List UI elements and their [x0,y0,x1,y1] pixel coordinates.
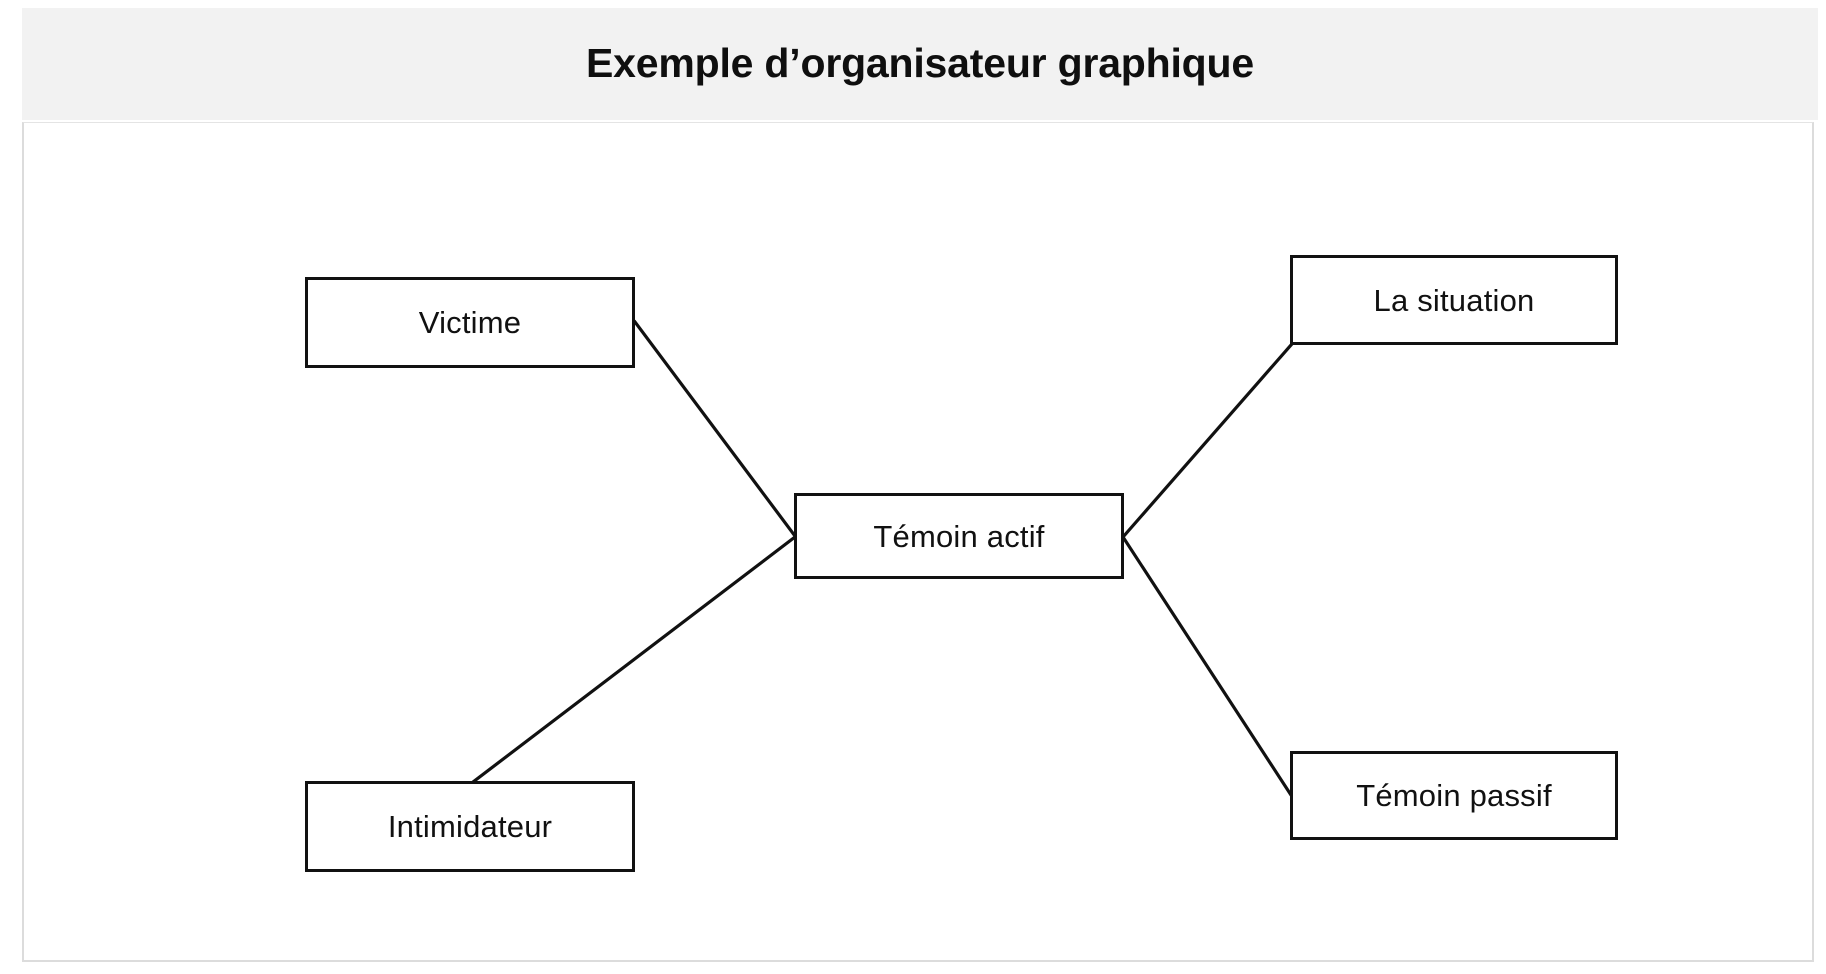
graphic-organizer-diagram: Victime Témoin actif La situation Témoin… [24,123,1812,960]
node-victime[interactable]: Victime [305,277,635,368]
node-temoin-actif-label: Témoin actif [873,518,1045,554]
edge-victime-to-temoin-actif [632,319,798,539]
edge-intimidateur-to-temoin-actif [470,534,798,785]
node-intimidateur[interactable]: Intimidateur [305,781,635,872]
edge-temoin-actif-to-temoin-passif [1120,534,1294,798]
diagram-content-frame: Victime Témoin actif La situation Témoin… [22,122,1814,962]
node-la-situation-label: La situation [1373,282,1535,318]
edge-temoin-actif-to-la-situation [1120,342,1294,540]
node-victime-label: Victime [418,305,522,340]
connector-layer [470,319,1294,798]
node-intimidateur-label: Intimidateur [387,809,553,844]
node-la-situation[interactable]: La situation [1290,255,1618,345]
node-temoin-passif[interactable]: Témoin passif [1290,751,1618,840]
node-temoin-passif-label: Témoin passif [1356,778,1552,813]
page-title: Exemple d’organisateur graphique [586,40,1254,87]
header-band: Exemple d’organisateur graphique [22,8,1818,120]
node-temoin-actif[interactable]: Témoin actif [794,493,1124,579]
